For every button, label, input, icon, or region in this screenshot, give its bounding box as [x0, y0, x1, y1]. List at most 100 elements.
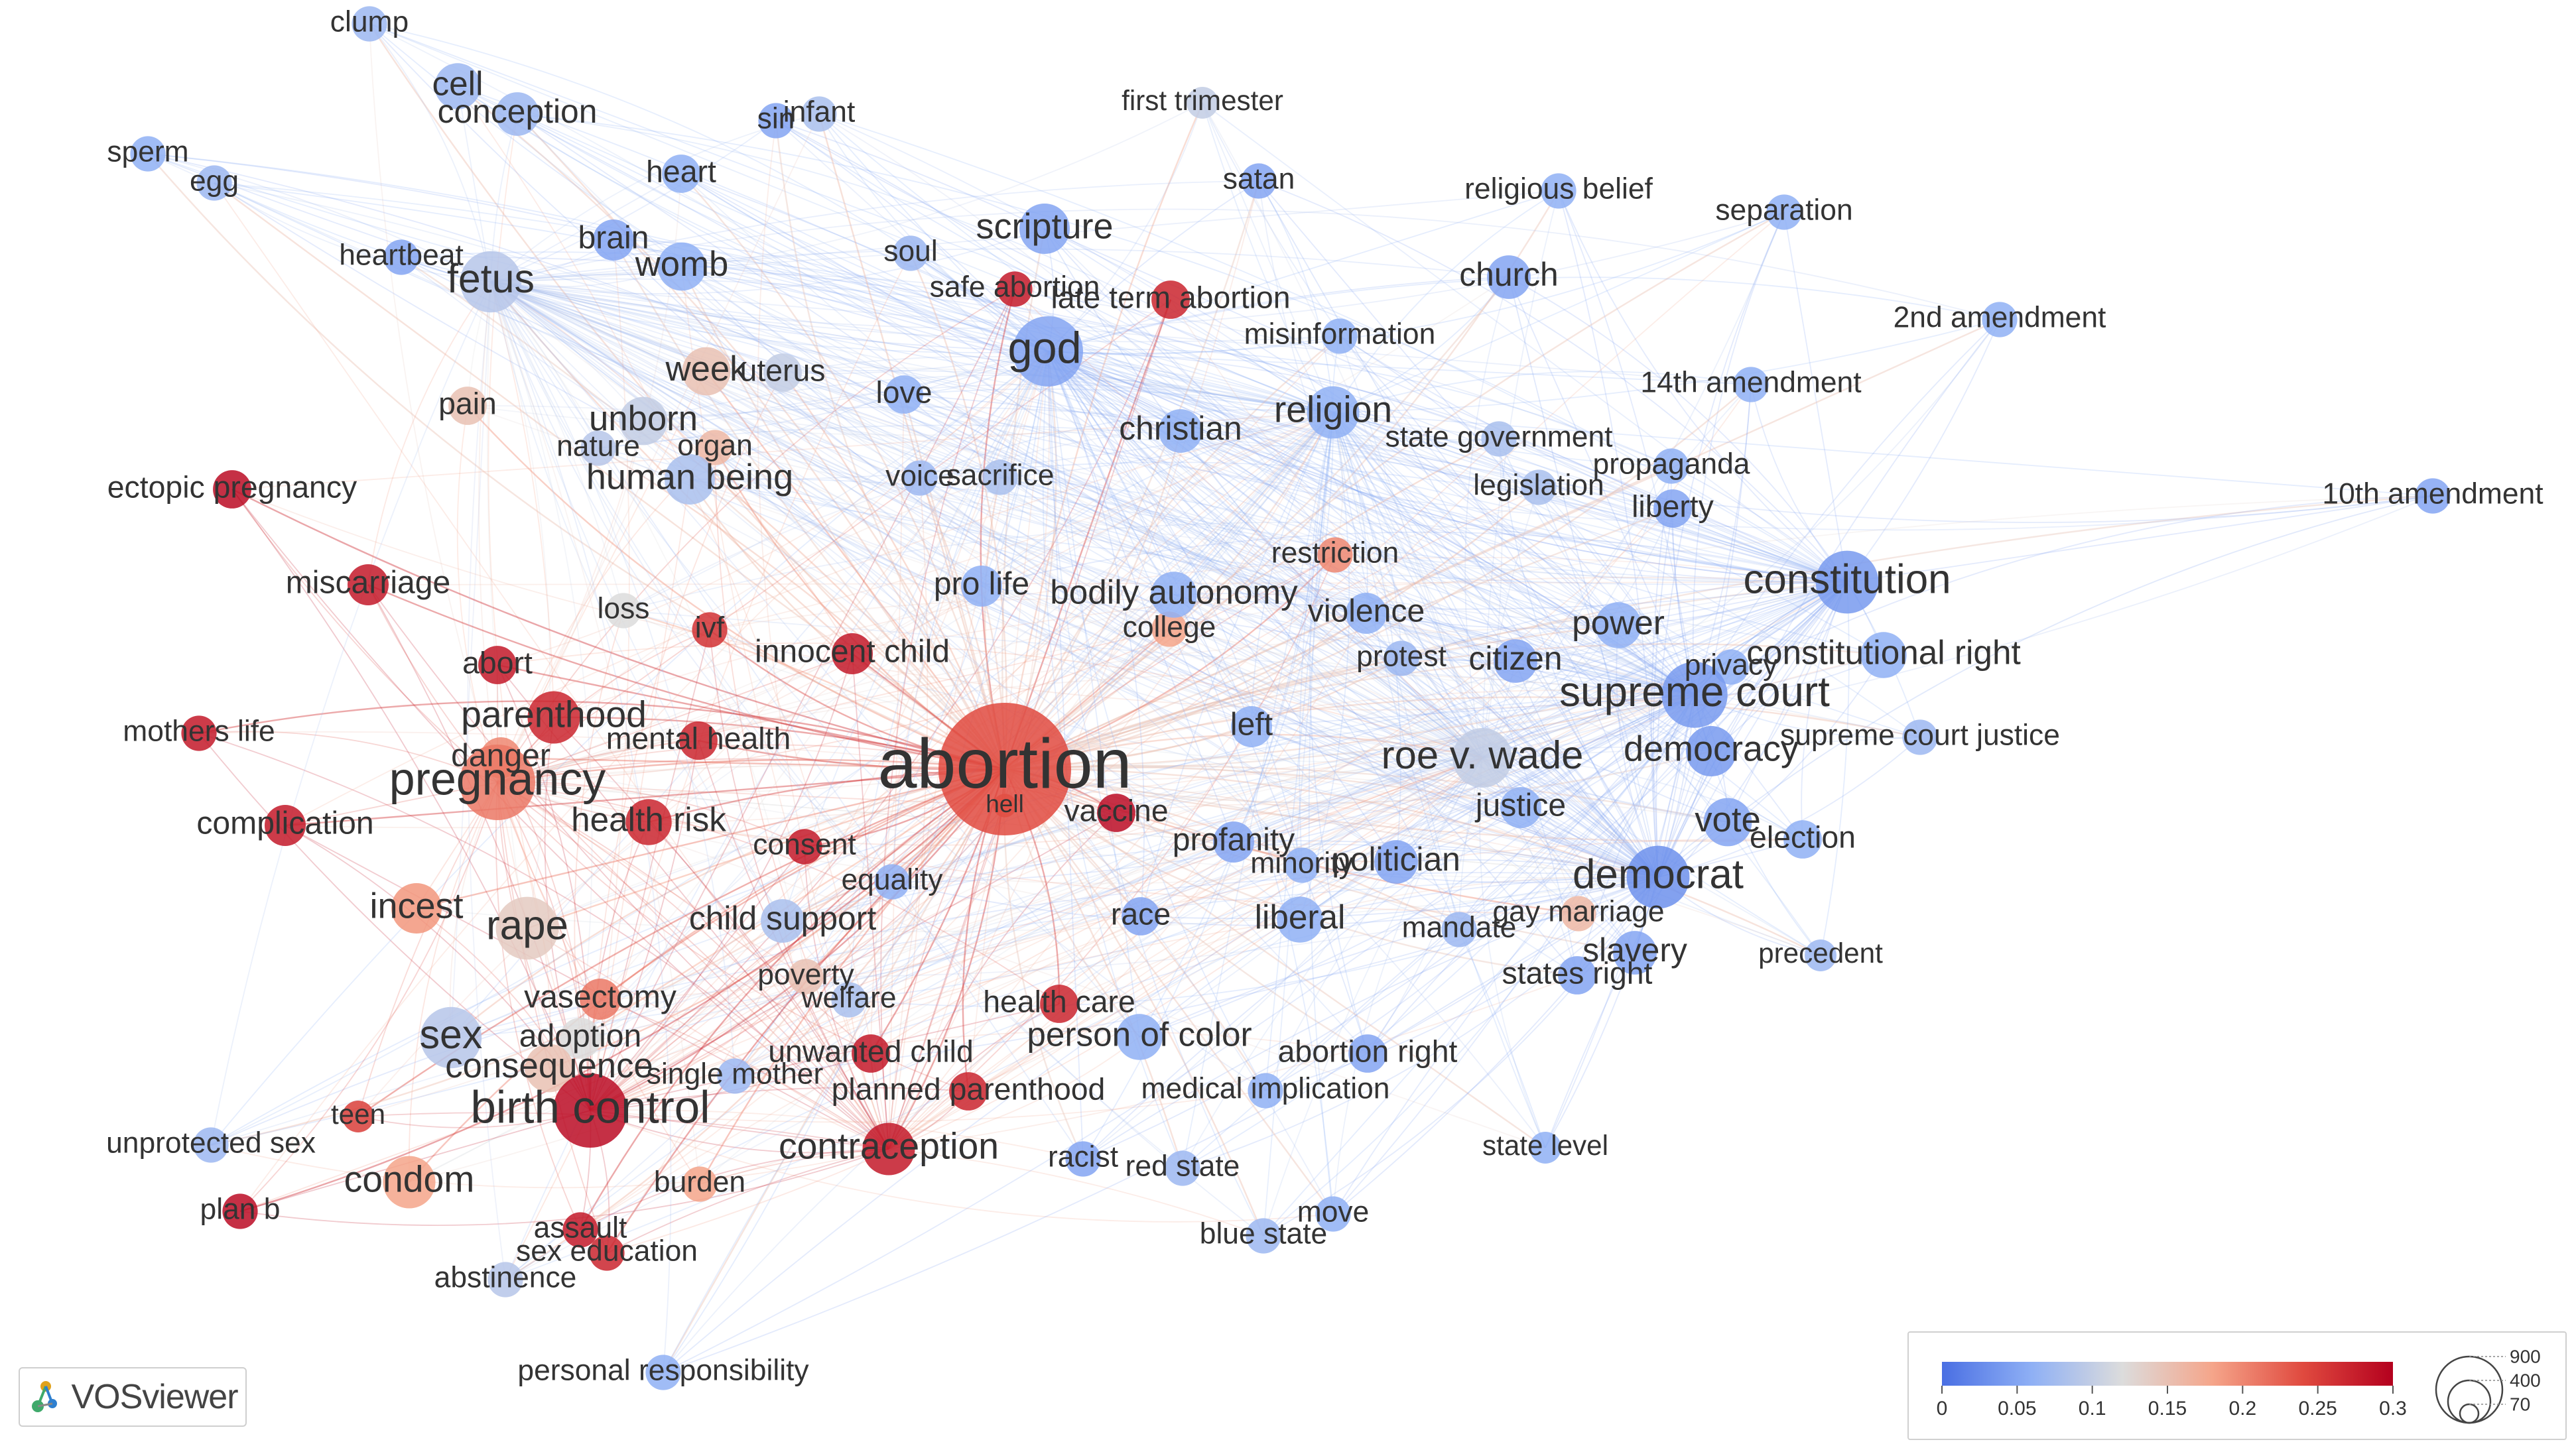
label-clump[interactable]: clump	[330, 6, 409, 38]
label-health-risk[interactable]: health risk	[571, 801, 726, 839]
node-pain[interactable]	[448, 387, 487, 425]
label-abortion-right[interactable]: abortion right	[1278, 1034, 1458, 1068]
node-ectopic-pregnancy[interactable]	[213, 470, 251, 509]
label-democrat[interactable]: democrat	[1573, 851, 1744, 897]
label-assault[interactable]: assault	[534, 1212, 627, 1244]
node-voice[interactable]	[902, 460, 938, 496]
node-state-level[interactable]	[1529, 1132, 1561, 1164]
label-brain[interactable]: brain	[578, 220, 649, 256]
node-democracy[interactable]	[1686, 726, 1736, 776]
label-separation[interactable]: separation	[1715, 194, 1852, 227]
node-poverty[interactable]	[788, 959, 824, 995]
label-sperm[interactable]: sperm	[107, 136, 188, 168]
node-ivf[interactable]	[692, 612, 728, 648]
node-miscarriage[interactable]	[347, 564, 389, 606]
label-personal-responsibility[interactable]: personal responsibility	[517, 1355, 809, 1387]
label-justice[interactable]: justice	[1474, 788, 1566, 823]
label-mothers-life[interactable]: mothers life	[123, 715, 275, 748]
node-precedent[interactable]	[1805, 939, 1836, 971]
node-welfare[interactable]	[831, 982, 867, 1018]
node-roe-v-wade[interactable]	[1452, 728, 1512, 788]
node-sex[interactable]	[420, 1006, 482, 1069]
node-scripture[interactable]	[1019, 204, 1070, 254]
node-abortion-right[interactable]	[1348, 1034, 1387, 1073]
node-racist[interactable]	[1065, 1141, 1101, 1177]
label-womb[interactable]: womb	[635, 245, 729, 284]
node-brain[interactable]	[592, 219, 635, 261]
label-loss[interactable]: loss	[598, 593, 650, 625]
node-conception[interactable]	[495, 92, 539, 136]
node-cell[interactable]	[434, 63, 481, 109]
node-love[interactable]	[885, 375, 923, 414]
label-red-state[interactable]: red state	[1126, 1150, 1240, 1183]
node-incest[interactable]	[391, 883, 442, 934]
label-condom[interactable]: condom	[344, 1159, 475, 1200]
label-christian[interactable]: christian	[1119, 410, 1242, 447]
label-sex[interactable]: sex	[420, 1012, 483, 1057]
node-consequence[interactable]	[525, 1044, 574, 1093]
label-voice[interactable]: voice	[885, 460, 954, 493]
node-rape[interactable]	[495, 896, 559, 960]
label-organ[interactable]: organ	[677, 430, 753, 462]
node-vaccine[interactable]	[1097, 794, 1135, 832]
label-conception[interactable]: conception	[438, 93, 598, 130]
label-incest[interactable]: incest	[369, 886, 463, 926]
label-state-level[interactable]: state level	[1482, 1130, 1608, 1161]
label-power[interactable]: power	[1572, 604, 1665, 642]
node-profanity[interactable]	[1212, 821, 1255, 863]
node-medical-implication[interactable]	[1248, 1073, 1283, 1109]
label-late-term-abortion[interactable]: late term abortion	[1051, 280, 1291, 314]
label-plan-b[interactable]: plan b	[200, 1193, 281, 1226]
label-poverty[interactable]: poverty	[757, 959, 854, 991]
label-fetus[interactable]: fetus	[447, 256, 535, 301]
node-fetus[interactable]	[460, 251, 522, 313]
node-single-mother[interactable]	[717, 1058, 753, 1094]
label-welfare[interactable]: welfare	[801, 982, 896, 1014]
label-minority[interactable]: minority	[1250, 847, 1354, 880]
label-church[interactable]: church	[1459, 256, 1558, 293]
label-ivf[interactable]: ivf	[695, 612, 725, 644]
label-hell[interactable]: hell	[986, 790, 1024, 817]
label-safe-abortion[interactable]: safe abortion	[930, 271, 1100, 304]
label-unborn[interactable]: unborn	[589, 399, 698, 438]
node-teen[interactable]	[342, 1101, 374, 1132]
label-contraception[interactable]: contraception	[779, 1126, 999, 1167]
node-god[interactable]	[1013, 316, 1083, 387]
node-unborn[interactable]	[619, 396, 668, 446]
label-propaganda[interactable]: propaganda	[1593, 448, 1750, 481]
node-infant[interactable]	[801, 96, 837, 132]
label-unwanted-child[interactable]: unwanted child	[768, 1034, 974, 1068]
label-health-care[interactable]: health care	[983, 984, 1135, 1018]
node-citizen[interactable]	[1494, 639, 1537, 683]
label-supreme-court-justice[interactable]: supreme court justice	[1780, 719, 2060, 752]
label-sex-education[interactable]: sex education	[516, 1235, 698, 1268]
label-medical-implication[interactable]: medical implication	[1141, 1073, 1389, 1105]
node-burden[interactable]	[682, 1166, 718, 1202]
label-religion[interactable]: religion	[1274, 389, 1392, 430]
label-infant[interactable]: infant	[783, 96, 856, 129]
node-abortion[interactable]	[938, 703, 1071, 835]
node-sex-education[interactable]	[589, 1235, 625, 1271]
label-college[interactable]: college	[1123, 611, 1216, 644]
node-equality[interactable]	[874, 864, 910, 900]
label-god[interactable]: god	[1007, 324, 1081, 373]
node-separation[interactable]	[1766, 194, 1802, 230]
node-abort[interactable]	[478, 646, 517, 684]
label-pregnancy[interactable]: pregnancy	[389, 753, 606, 804]
label-vote[interactable]: vote	[1695, 800, 1761, 839]
node-state-government[interactable]	[1481, 421, 1517, 457]
node-mandate[interactable]	[1441, 912, 1477, 947]
label-equality[interactable]: equality	[841, 864, 943, 896]
node-christian[interactable]	[1159, 409, 1202, 453]
label-legislation[interactable]: legislation	[1473, 469, 1604, 502]
label-teen[interactable]: teen	[331, 1099, 385, 1130]
label-abort[interactable]: abort	[462, 645, 533, 680]
label-rape[interactable]: rape	[486, 902, 568, 948]
node-womb[interactable]	[657, 242, 706, 291]
node-restriction[interactable]	[1317, 537, 1353, 573]
node-condom[interactable]	[383, 1156, 436, 1209]
node-14th-amendment[interactable]	[1733, 367, 1769, 402]
node-religious-belief[interactable]	[1541, 173, 1577, 209]
label-pain[interactable]: pain	[438, 386, 497, 420]
label-citizen[interactable]: citizen	[1468, 640, 1562, 677]
